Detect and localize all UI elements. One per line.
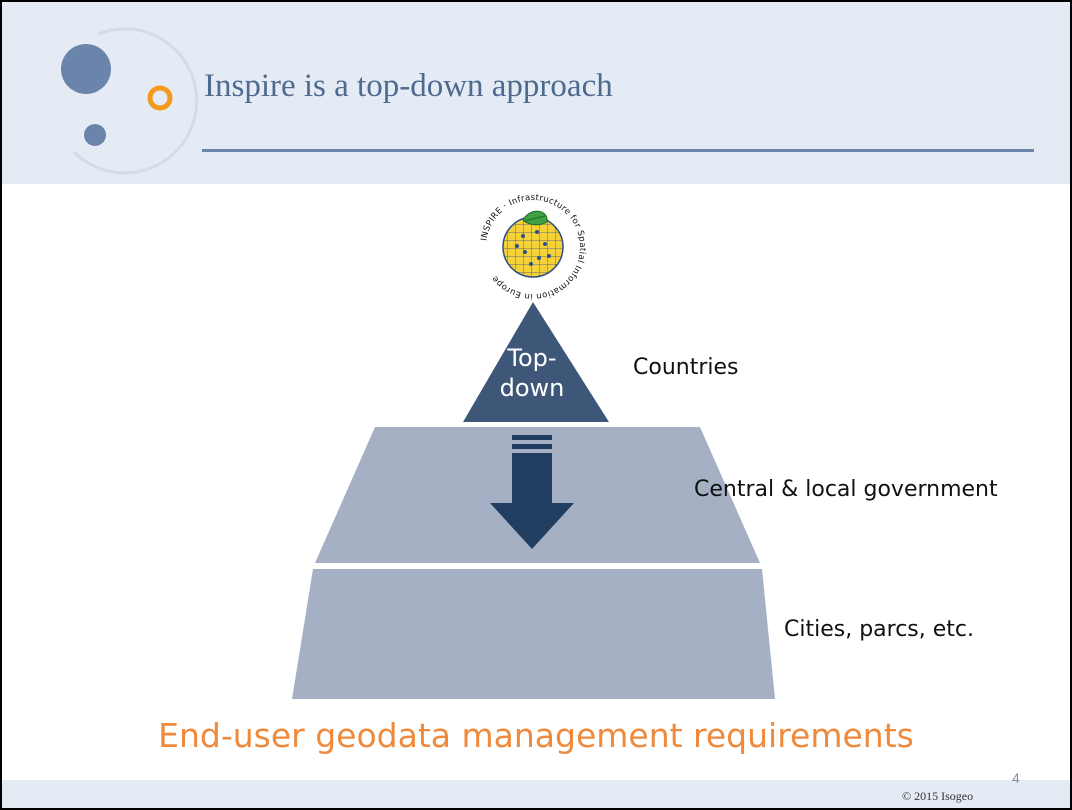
pyramid-bottom-tier bbox=[292, 569, 775, 699]
down-arrow-icon bbox=[490, 435, 574, 549]
tier-label-countries: Countries bbox=[633, 355, 739, 380]
pyramid-diagram bbox=[292, 302, 775, 699]
pyramid-top-tier bbox=[463, 302, 609, 422]
orange-ring-icon bbox=[147, 85, 173, 111]
header-band bbox=[2, 2, 1070, 184]
small-circle-icon bbox=[84, 124, 106, 146]
tier-label-government: Central & local government bbox=[694, 477, 998, 502]
decorative-circles-icon bbox=[61, 27, 199, 175]
copyright-text: © 2015 Isogeo bbox=[902, 789, 974, 803]
bottom-caption: End-user geodata management requirements bbox=[158, 716, 914, 755]
title-underline bbox=[202, 149, 1034, 152]
footer-band bbox=[2, 780, 1070, 808]
top-label-line1: Top- bbox=[507, 344, 557, 372]
slide-title: Inspire is a top-down approach bbox=[204, 68, 613, 104]
pyramid-top-label: Top- down bbox=[477, 343, 587, 403]
large-circle-icon bbox=[61, 44, 111, 94]
tier-label-cities: Cities, parcs, etc. bbox=[784, 617, 974, 642]
top-label-line2: down bbox=[499, 374, 565, 402]
page-number: 4 bbox=[1012, 770, 1020, 786]
inspire-logo: INSPIRE · Infrastructure for Spatial Inf… bbox=[479, 193, 587, 301]
